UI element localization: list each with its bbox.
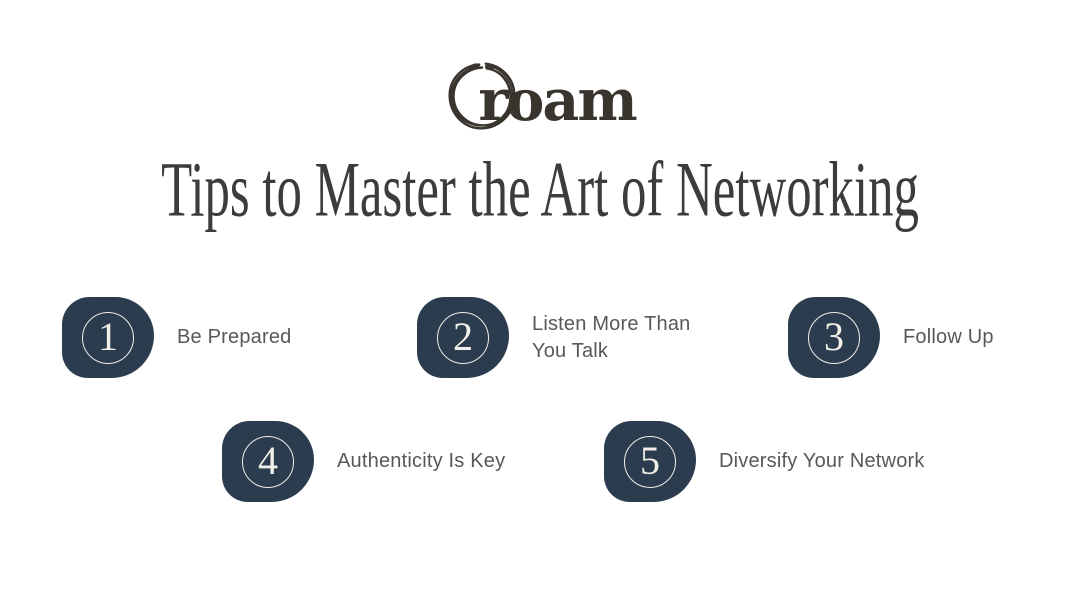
tip-label: Diversify Your Network [719,450,925,472]
tip-item-1: 1 Be Prepared [62,297,292,378]
tip-number: 5 [640,437,660,483]
number-badge: 4 [222,421,314,502]
number-circle: 4 [242,435,294,488]
tip-number: 3 [824,313,844,359]
number-circle: 5 [624,435,676,488]
tip-number: 4 [258,437,278,483]
tip-item-5: 5 Diversify Your Network [604,421,925,502]
number-badge: 2 [417,297,509,378]
tip-label: Listen More Than You Talk [532,312,691,362]
tip-item-4: 4 Authenticity Is Key [222,421,505,502]
brand-name: roam [478,66,637,134]
tip-item-3: 3 Follow Up [788,297,994,378]
page-title: Tips to Master the Art of Networking [161,146,919,234]
number-circle: 2 [437,311,489,364]
number-circle: 3 [808,311,860,364]
scribble-circle-icon [444,58,520,134]
number-badge: 1 [62,297,154,378]
number-circle: 1 [82,311,134,364]
tip-label: Authenticity Is Key [337,450,506,472]
tip-label: Be Prepared [177,326,292,348]
tip-number: 1 [98,313,118,359]
brand-logo: roam [0,58,1080,134]
number-badge: 5 [604,421,696,502]
tip-number: 2 [453,313,473,359]
tip-label: Follow Up [903,326,994,348]
number-badge: 3 [788,297,880,378]
tip-item-2: 2 Listen More Than You Talk [417,297,707,378]
